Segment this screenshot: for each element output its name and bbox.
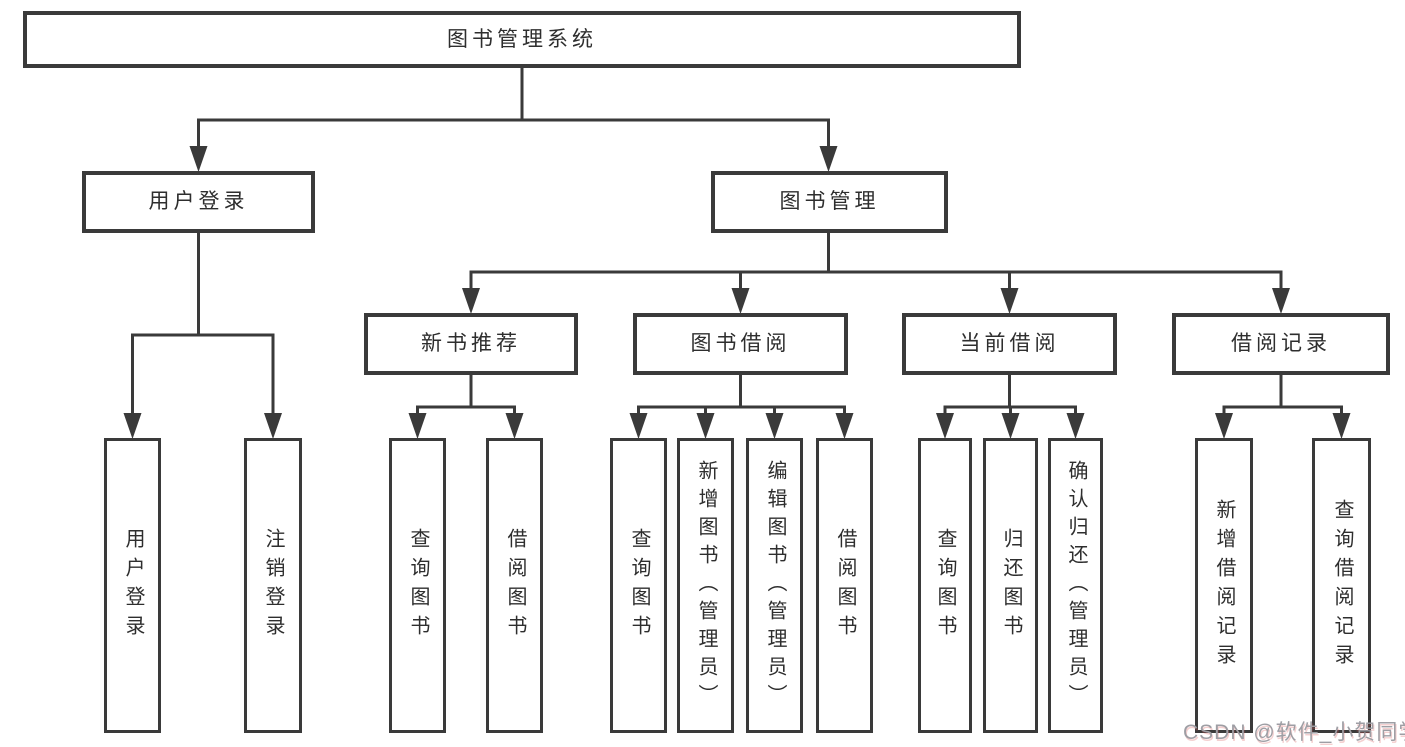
leaf-query-books-1: 查询图书 [389,438,446,733]
leaf-borrow-books-2: 借阅图书 [816,438,873,733]
leaf-query-borrow-record: 查询借阅记录 [1312,438,1371,733]
node-book-borrowing: 图书借阅 [633,313,848,375]
watermark: CSDN @软件_小贺同学 [1183,721,1405,744]
node-current-borrowing: 当前借阅 [902,313,1117,375]
leaf-edit-book-admin: 编辑图书（管理员） [746,438,803,733]
node-library-management-system: 图书管理系统 [23,11,1021,68]
leaf-add-borrow-record: 新增借阅记录 [1195,438,1253,733]
node-book-management-branch: 图书管理 [711,171,948,233]
node-borrowing-records: 借阅记录 [1172,313,1390,375]
leaf-logout: 注销登录 [244,438,302,733]
leaf-add-book-admin: 新增图书（管理员） [677,438,734,733]
leaf-query-books-3: 查询图书 [918,438,972,733]
node-user-login-branch: 用户登录 [82,171,315,233]
leaf-query-books-2: 查询图书 [610,438,667,733]
leaf-confirm-return-admin: 确认归还（管理员） [1048,438,1103,733]
leaf-return-books: 归还图书 [983,438,1038,733]
leaf-borrow-books-1: 借阅图书 [486,438,543,733]
leaf-user-login: 用户登录 [104,438,161,733]
node-new-book-recommendation: 新书推荐 [364,313,578,375]
